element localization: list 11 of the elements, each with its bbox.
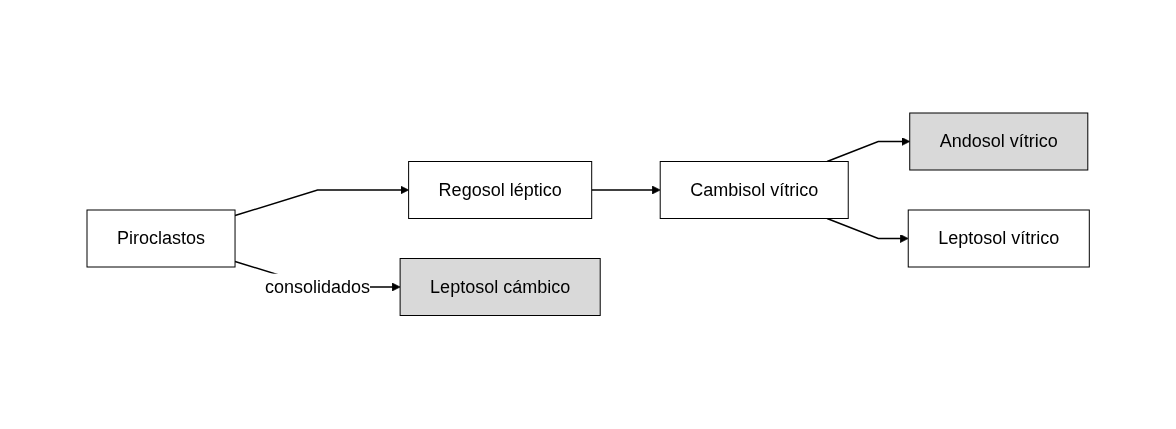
arrow <box>826 218 909 244</box>
edge-label: consolidados <box>264 276 370 297</box>
node-box: Leptosol vítrico <box>907 209 1090 268</box>
arrow <box>826 137 910 163</box>
node-box: Andosol vítrico <box>909 112 1089 171</box>
arrow <box>234 185 409 217</box>
node-box: Piroclastos <box>86 209 236 268</box>
node-box: Regosol léptico <box>407 161 593 220</box>
node-box: Cambisol vítrico <box>659 161 849 220</box>
arrow <box>590 185 661 195</box>
node-box: Leptosol cámbico <box>399 258 601 317</box>
